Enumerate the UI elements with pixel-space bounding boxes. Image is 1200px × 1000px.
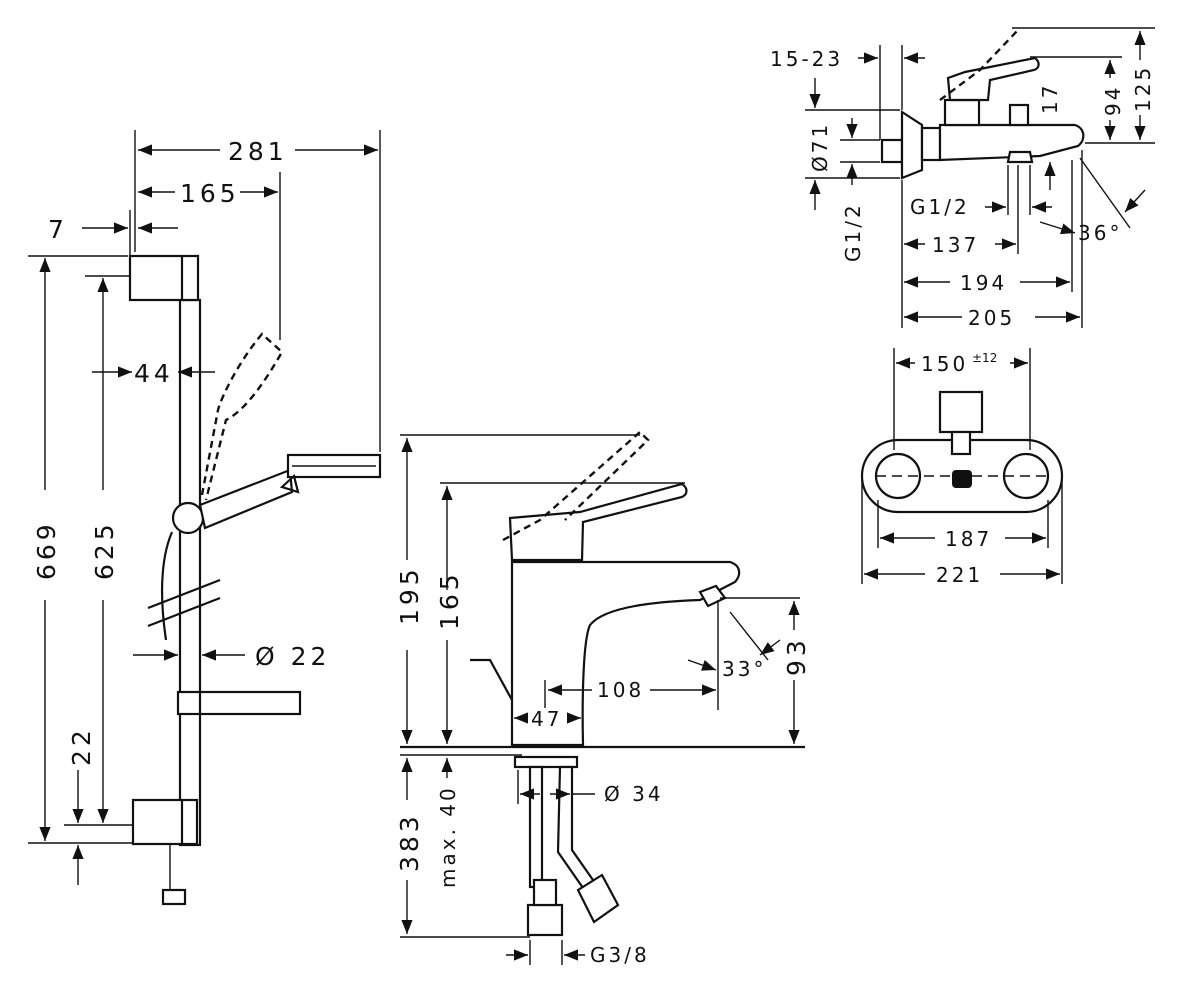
dim-diameter-34: Ø 34 (604, 782, 664, 806)
dim-36-angle: 36° (1078, 221, 1122, 245)
dim-165-spout: 165 (435, 570, 464, 630)
dim-94: 94 (1101, 85, 1125, 116)
dim-221: 221 (936, 563, 983, 587)
slider-knob (171, 501, 205, 535)
dim-195: 195 (395, 565, 424, 625)
bath-mixer-side (880, 29, 1085, 180)
shower-rail-dimensions: 281 165 7 44 669 625 22 Ø 22 (28, 130, 381, 885)
dim-205: 205 (968, 306, 1015, 330)
soap-dish (176, 690, 302, 716)
mixer-lever (508, 482, 688, 562)
dim-150: 150 (921, 352, 968, 376)
basin-mixer-dimensions: 195 165 108 47 93 33° Ø 34 383 max. 40 (395, 434, 811, 967)
dim-165: 165 (180, 179, 240, 208)
bath-spout (938, 123, 1085, 162)
dim-15-23: 15-23 (770, 47, 843, 71)
dim-17: 17 (1038, 83, 1062, 114)
hose-nut (161, 888, 187, 906)
dim-108: 108 (597, 678, 644, 702)
dim-93: 93 (782, 636, 811, 676)
bath-mixer-front (860, 390, 1064, 514)
dim-47: 47 (531, 707, 562, 731)
dim-187: 187 (945, 527, 992, 551)
dim-383: 383 (395, 812, 424, 872)
shower-rail-set (128, 254, 382, 906)
top-wall-bracket (128, 254, 200, 302)
dim-281: 281 (228, 137, 288, 166)
shower-rail (178, 298, 202, 847)
dim-g12-outlet: G1/2 (910, 195, 970, 219)
dim-125: 125 (1131, 65, 1155, 112)
dim-669: 669 (32, 520, 61, 580)
bottom-wall-bracket (131, 798, 199, 846)
dim-g38: G3/8 (590, 943, 650, 967)
dim-625: 625 (90, 520, 119, 580)
dim-44: 44 (134, 359, 174, 388)
dim-33-angle: 33° (722, 657, 766, 681)
bath-mixer-side-dimensions: 15-23 125 94 17 Ø71 G1/2 G1/2 137 (770, 27, 1155, 330)
dim-max-40: max. 40 (436, 785, 460, 888)
bath-lever (946, 56, 1040, 102)
dim-22-bottom: 22 (67, 726, 96, 766)
dim-diameter-71: Ø71 (808, 122, 832, 172)
dim-150-tolerance: ±12 (972, 351, 997, 365)
dim-diameter-22: Ø 22 (255, 642, 330, 671)
dim-137: 137 (932, 233, 979, 257)
mixer-body (510, 560, 741, 747)
dim-7: 7 (48, 215, 68, 244)
dim-194: 194 (960, 271, 1007, 295)
dim-g12-inlet: G1/2 (841, 202, 865, 262)
bath-mixer-front-dimensions: 150 ±12 187 221 (861, 348, 1063, 587)
